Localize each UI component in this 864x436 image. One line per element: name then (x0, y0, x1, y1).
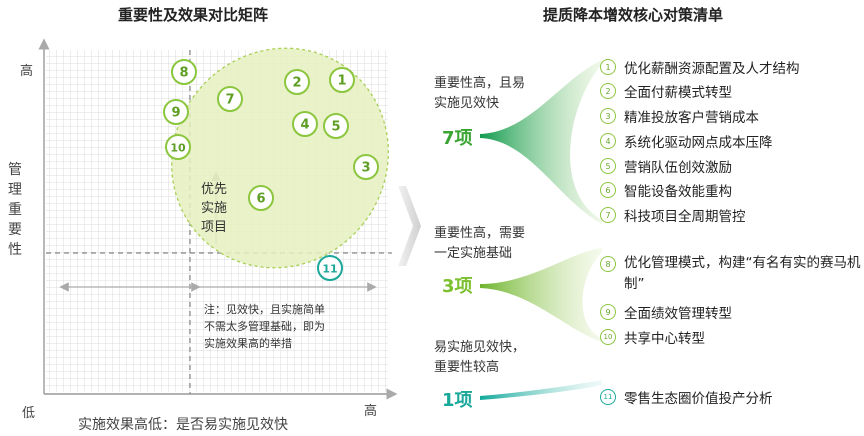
matrix-title: 重要性及效果对比矩阵 (118, 6, 269, 24)
matrix-item-9 (163, 99, 189, 125)
group-2-count: 3项 (442, 276, 473, 297)
group-3-count: 1项 (442, 390, 473, 411)
group-2-desc: 重要性高，需要 一定实施基础 (434, 226, 526, 261)
matrix-item-8 (171, 59, 197, 85)
y-axis-label: 管理重要性 (8, 162, 22, 258)
matrix-item-7 (217, 86, 243, 112)
x-axis-high: 高 (364, 404, 378, 419)
number-badge: 4 (600, 133, 616, 149)
number-badge: 10 (600, 329, 616, 345)
matrix-item-10 (165, 134, 191, 160)
matrix-item-2 (284, 69, 310, 95)
matrix-item-1 (329, 67, 355, 93)
matrix-item-4 (292, 111, 318, 137)
number-badge: 7 (600, 207, 616, 223)
fan-group-3 (480, 380, 602, 400)
flow-arrow-icon (398, 186, 421, 266)
number-badge: 1 (600, 59, 616, 75)
matrix-item-5 (323, 113, 349, 139)
number-badge: 9 (600, 304, 616, 320)
fan-group-1 (480, 60, 602, 224)
number-badge: 11 (600, 389, 616, 405)
matrix-item-label-7: 7 (225, 93, 234, 108)
matrix-item-3 (353, 154, 379, 180)
group-1-desc: 重要性高，且易 实施见效快 (434, 76, 526, 111)
matrix-item-label-11: 11 (322, 263, 337, 276)
matrix-item-label-6: 6 (256, 192, 265, 207)
number-badge: 6 (600, 182, 616, 198)
number-badge: 5 (600, 158, 616, 174)
matrix-item-label-9: 9 (171, 106, 180, 121)
number-badge: 8 (600, 256, 616, 272)
group-3-desc: 易实施见效快， 重要性较高 (434, 340, 526, 375)
origin-low: 低 (22, 406, 36, 421)
number-badge: 3 (600, 108, 616, 124)
fan-group-2 (480, 248, 602, 342)
x-axis-label: 实施效果高低：是否易实施见效快 (78, 417, 288, 433)
matrix-item-label-5: 5 (331, 120, 340, 135)
priority-label: 优先 实施 项目 (201, 182, 228, 235)
matrix-item-label-8: 8 (179, 66, 188, 81)
number-badge: 2 (600, 83, 616, 99)
group-fans (480, 60, 602, 400)
matrix-chart: 1 2 3 4 5 6 7 8 9 10 11 (38, 38, 398, 400)
matrix-item-label-4: 4 (300, 118, 309, 133)
y-axis-high: 高 (20, 64, 34, 79)
matrix-note: 注：见效快，且实施简单 不需太多管理基础，即为 实施效果高的举措 (204, 303, 325, 350)
matrix-item-label-3: 3 (361, 161, 370, 176)
matrix-item-label-2: 2 (292, 76, 301, 91)
list-title: 提质降本增效核心对策清单 (543, 6, 724, 24)
matrix-item-11 (317, 255, 343, 281)
matrix-item-6 (248, 185, 274, 211)
matrix-item-label-1: 1 (337, 74, 346, 89)
group-1-count: 7项 (442, 128, 473, 149)
matrix-item-label-10: 10 (170, 142, 186, 155)
